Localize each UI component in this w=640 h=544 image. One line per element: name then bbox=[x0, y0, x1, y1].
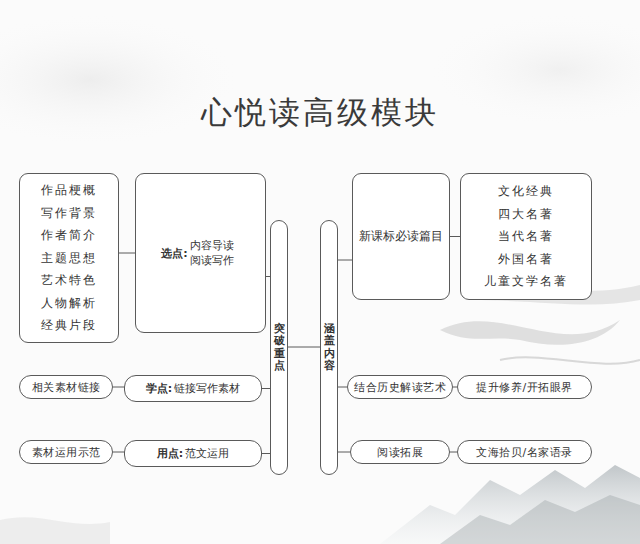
node-text: 提升修养/开拓眼界 bbox=[476, 380, 572, 395]
focus-pill: 用点:范文运用 bbox=[124, 440, 262, 467]
node-text: 新课标必读篇目 bbox=[359, 228, 443, 245]
connector-line bbox=[450, 452, 457, 453]
point-label: 选点: bbox=[161, 246, 187, 261]
node-text: 文海拾贝/名家语录 bbox=[476, 445, 572, 460]
connector-line bbox=[338, 260, 352, 261]
focus-pill: 学点:链接写作素材 bbox=[124, 375, 262, 402]
item-pill: 相关素材链接 bbox=[19, 375, 113, 399]
item-pill: 提升修养/开拓眼界 bbox=[457, 375, 592, 399]
book-list-box: 文化经典 四大名著 当代名著 外国名著 儿童文学名著 bbox=[460, 173, 592, 300]
category-box: 新课标必读篇目 bbox=[352, 173, 450, 300]
connector-line bbox=[338, 452, 350, 453]
node-text: 作品梗概 写作背景 作者简介 主题思想 艺术特色 人物解析 经典片段 bbox=[31, 179, 107, 337]
connector-line bbox=[113, 452, 124, 453]
point-label: 学点: bbox=[146, 381, 172, 396]
connector-line bbox=[338, 387, 347, 388]
node-text: 文化经典 四大名著 当代名著 外国名著 儿童文学名著 bbox=[472, 180, 580, 293]
point-text: 内容导读 阅读写作 bbox=[190, 238, 240, 268]
node-text: 涵盖内容 bbox=[324, 323, 335, 371]
point-text: 链接写作素材 bbox=[174, 381, 240, 396]
connector-line bbox=[450, 236, 460, 237]
node-text: 阅读拓展 bbox=[377, 445, 423, 460]
connector-line bbox=[262, 453, 270, 454]
item-pill: 阅读拓展 bbox=[350, 440, 450, 464]
node-text: 突破重点 bbox=[274, 323, 285, 371]
topic-list-box: 作品梗概 写作背景 作者简介 主题思想 艺术特色 人物解析 经典片段 bbox=[19, 173, 119, 343]
item-pill: 结合历史解读艺术 bbox=[347, 375, 453, 399]
item-pill: 文海拾贝/名家语录 bbox=[457, 440, 592, 464]
focus-box: 选点:内容导读 阅读写作 bbox=[135, 173, 266, 333]
node-text: 素材运用示范 bbox=[32, 445, 101, 460]
item-pill: 素材运用示范 bbox=[19, 440, 113, 464]
point-label: 用点: bbox=[157, 446, 183, 461]
diagram-title: 心悦读高级模块 bbox=[0, 92, 640, 134]
connector-line bbox=[119, 253, 135, 254]
point-text: 范文运用 bbox=[185, 446, 229, 461]
node-text: 结合历史解读艺术 bbox=[354, 380, 446, 395]
vertical-band: 突破重点 bbox=[270, 220, 288, 475]
vertical-band: 涵盖内容 bbox=[320, 220, 338, 475]
node-text: 相关素材链接 bbox=[32, 380, 101, 395]
connector-line bbox=[113, 387, 124, 388]
connector-line bbox=[262, 388, 270, 389]
connector-line bbox=[288, 347, 320, 348]
